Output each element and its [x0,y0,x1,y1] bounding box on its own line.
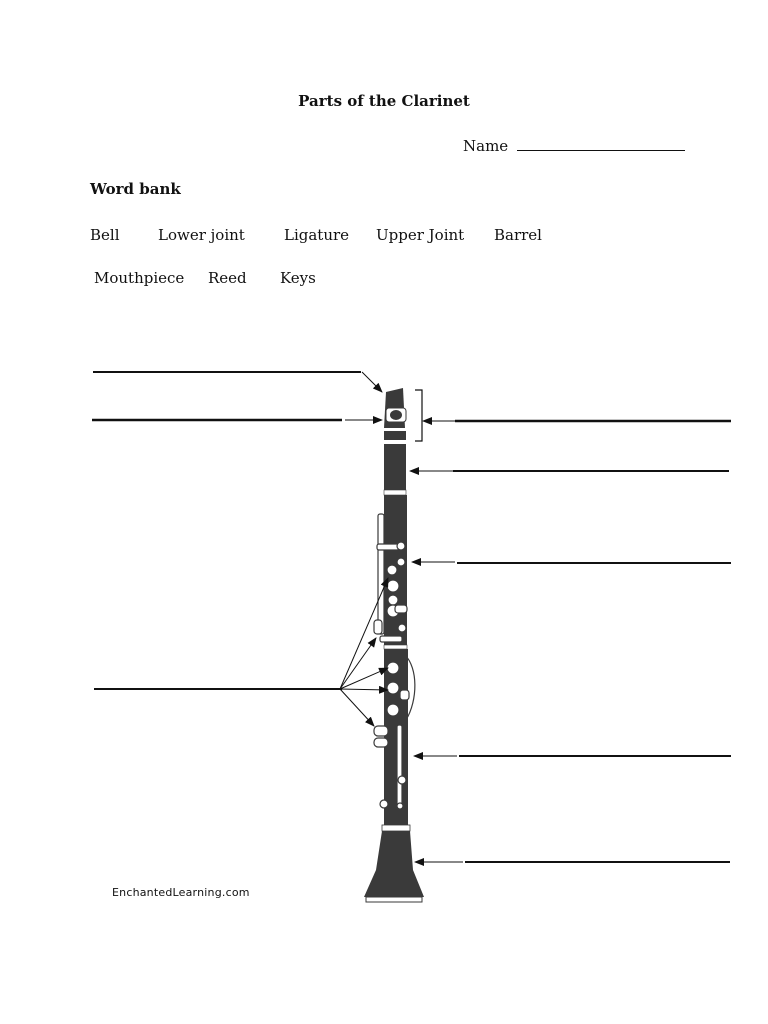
word-bank-word-ligature: Ligature [284,226,350,244]
word-bank-heading: Word bank [90,180,181,198]
word-bank-word-mouthpiece: Mouthpiece [94,269,185,287]
mouthpiece-bracket [415,389,423,442]
name-label: Name [463,137,509,155]
word-bank-word-keys: Keys [280,269,316,287]
word-bank-word-upper-joint: Upper Joint [376,226,465,244]
clarinet-body [364,388,424,903]
word-bank-word-barrel: Barrel [494,226,542,244]
name-field[interactable]: Name [463,137,685,155]
clarinet-keys [373,513,416,810]
pointer-arrows [339,371,463,866]
name-blank-line[interactable] [516,138,685,151]
credit-text: EnchantedLearning.com [112,886,250,899]
worksheet-title: Parts of the Clarinet [298,92,470,110]
word-bank-word-bell: Bell [90,226,120,244]
word-bank-word-lower-joint: Lower joint [158,226,245,244]
word-bank-word-reed: Reed [208,269,247,287]
